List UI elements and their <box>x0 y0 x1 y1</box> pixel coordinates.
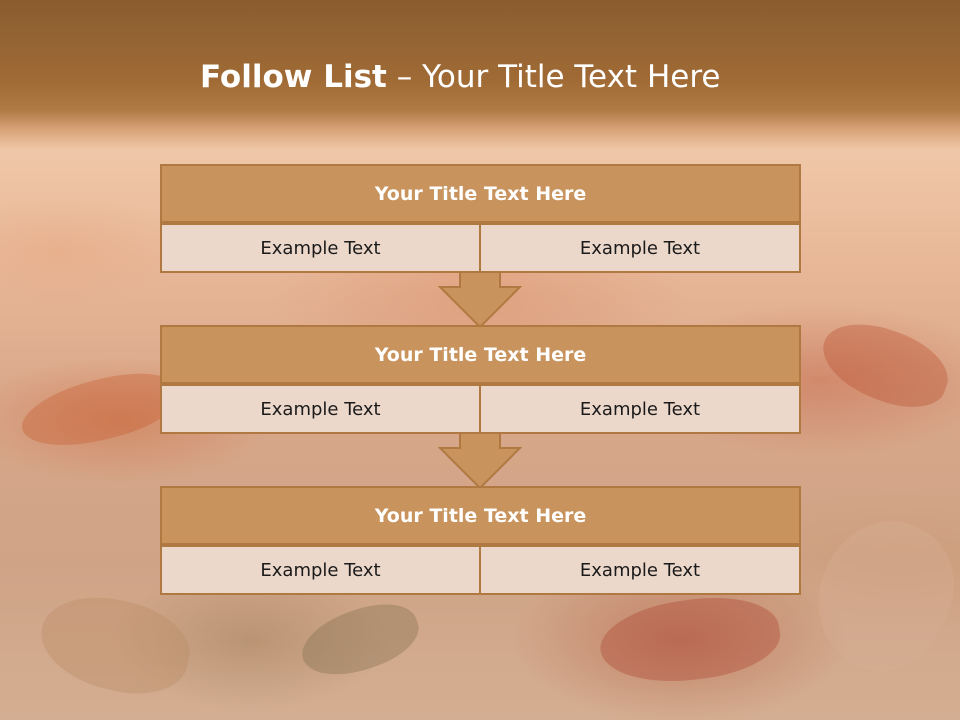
down-arrow-icon <box>438 432 522 490</box>
background-leaf <box>791 497 960 693</box>
block-cell-left: Example Text <box>160 223 481 273</box>
background-leaf <box>595 587 785 693</box>
background-leaf <box>293 591 427 689</box>
block-title: Your Title Text Here <box>160 325 801 384</box>
block-cell-left: Example Text <box>160 545 481 595</box>
title-band <box>0 0 960 150</box>
slide-title: Follow List – Your Title Text Here <box>200 55 760 99</box>
block-title: Your Title Text Here <box>160 486 801 545</box>
background-leaf <box>811 309 959 421</box>
block-cell-right: Example Text <box>479 545 801 595</box>
block-cell-right: Example Text <box>479 384 801 434</box>
background-leaf <box>32 585 198 705</box>
block-cell-right: Example Text <box>479 223 801 273</box>
block-title: Your Title Text Here <box>160 164 801 223</box>
slide-title-rest: – Your Title Text Here <box>386 59 721 95</box>
down-arrow-icon <box>438 271 522 329</box>
block-cell-left: Example Text <box>160 384 481 434</box>
slide-title-bold: Follow List <box>200 59 387 95</box>
